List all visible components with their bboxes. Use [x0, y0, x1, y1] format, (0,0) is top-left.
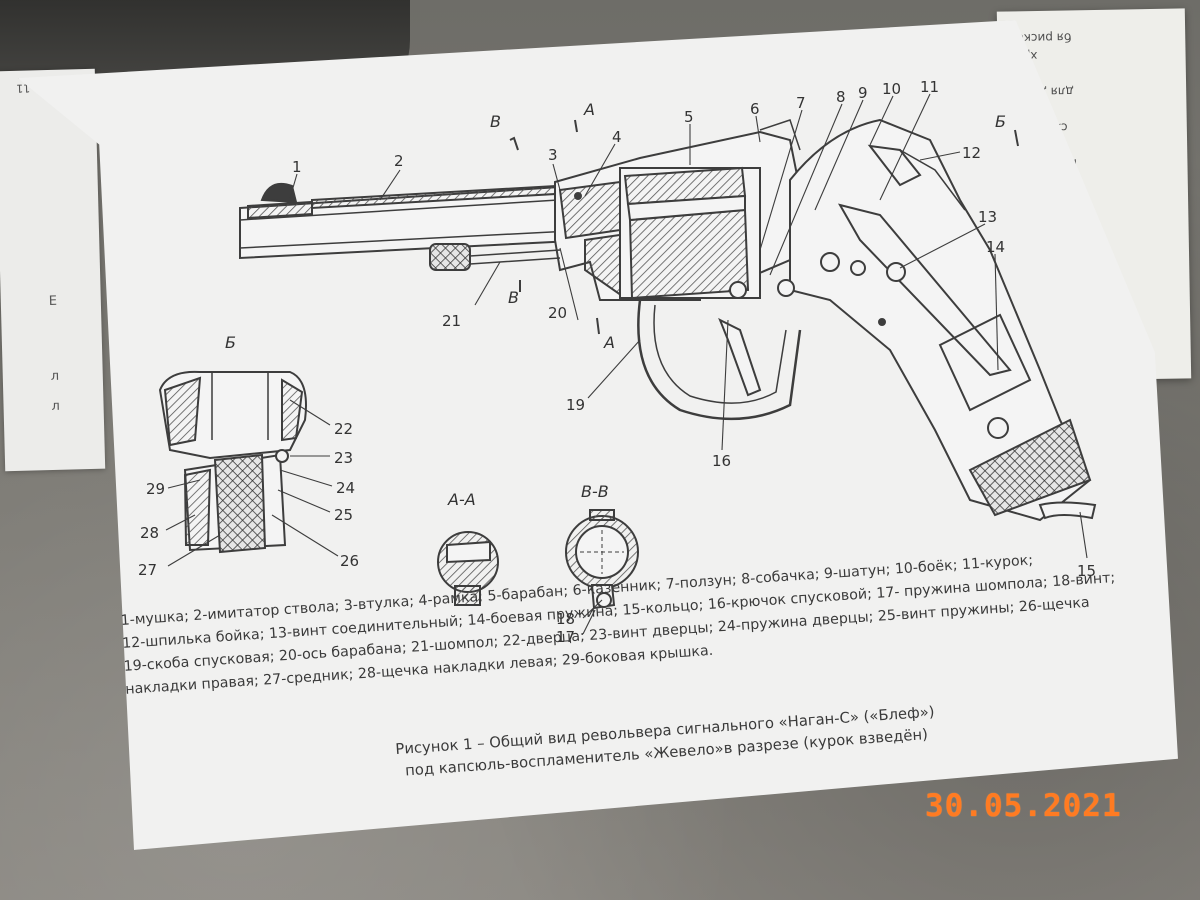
- callout-5: 5: [684, 108, 694, 126]
- section-aa: [437, 531, 499, 606]
- section-label-a-bottom: А: [603, 333, 615, 352]
- callout-25: 25: [334, 506, 353, 524]
- callout-29: 29: [146, 480, 165, 498]
- left-fragment-2: л: [51, 369, 60, 384]
- callout-22: 22: [334, 420, 353, 438]
- callout-23: 23: [334, 449, 353, 467]
- callout-4: 4: [612, 128, 622, 146]
- section-vv: [565, 509, 639, 610]
- left-fragment-1: Е: [49, 294, 58, 309]
- callout-13: 13: [978, 208, 997, 226]
- callout-2: 2: [394, 152, 404, 170]
- section-label-v-top: В: [490, 112, 501, 131]
- callout-3: 3: [548, 146, 558, 164]
- callout-24: 24: [336, 479, 355, 497]
- callout-6: 6: [750, 100, 760, 118]
- callout-21: 21: [442, 312, 461, 330]
- view-label-b: Б: [225, 333, 236, 352]
- date-stamp: 30.05.2021: [925, 788, 1122, 824]
- callout-15: 15: [1077, 562, 1096, 580]
- section-label-v-bottom: В: [508, 288, 519, 307]
- left-fragment-3: л: [51, 399, 60, 414]
- callout-9: 9: [858, 84, 868, 102]
- callout-20: 20: [548, 304, 567, 322]
- callout-12: 12: [962, 144, 981, 162]
- section-label-a-top: А: [583, 100, 595, 119]
- callout-26: 26: [340, 552, 359, 570]
- section-label-b-top: Б: [995, 112, 1006, 131]
- callout-1: 1: [292, 158, 302, 176]
- callout-19: 19: [566, 396, 585, 414]
- leader-lines: [165, 93, 1088, 635]
- callout-10: 10: [882, 80, 901, 98]
- callout-17: 17: [556, 628, 575, 646]
- callout-27: 27: [138, 561, 157, 579]
- callout-11: 11: [920, 78, 939, 96]
- section-title-aa: А-А: [447, 490, 476, 509]
- callout-7: 7: [796, 94, 806, 112]
- callout-16: 16: [712, 452, 731, 470]
- callout-18: 18: [556, 610, 575, 628]
- callout-14: 14: [986, 238, 1005, 256]
- view-b-drawing: [158, 370, 307, 554]
- revolver-drawing: [239, 118, 1097, 522]
- callout-8: 8: [836, 88, 846, 106]
- section-title-vv: В-В: [581, 482, 609, 501]
- callout-28: 28: [140, 524, 159, 542]
